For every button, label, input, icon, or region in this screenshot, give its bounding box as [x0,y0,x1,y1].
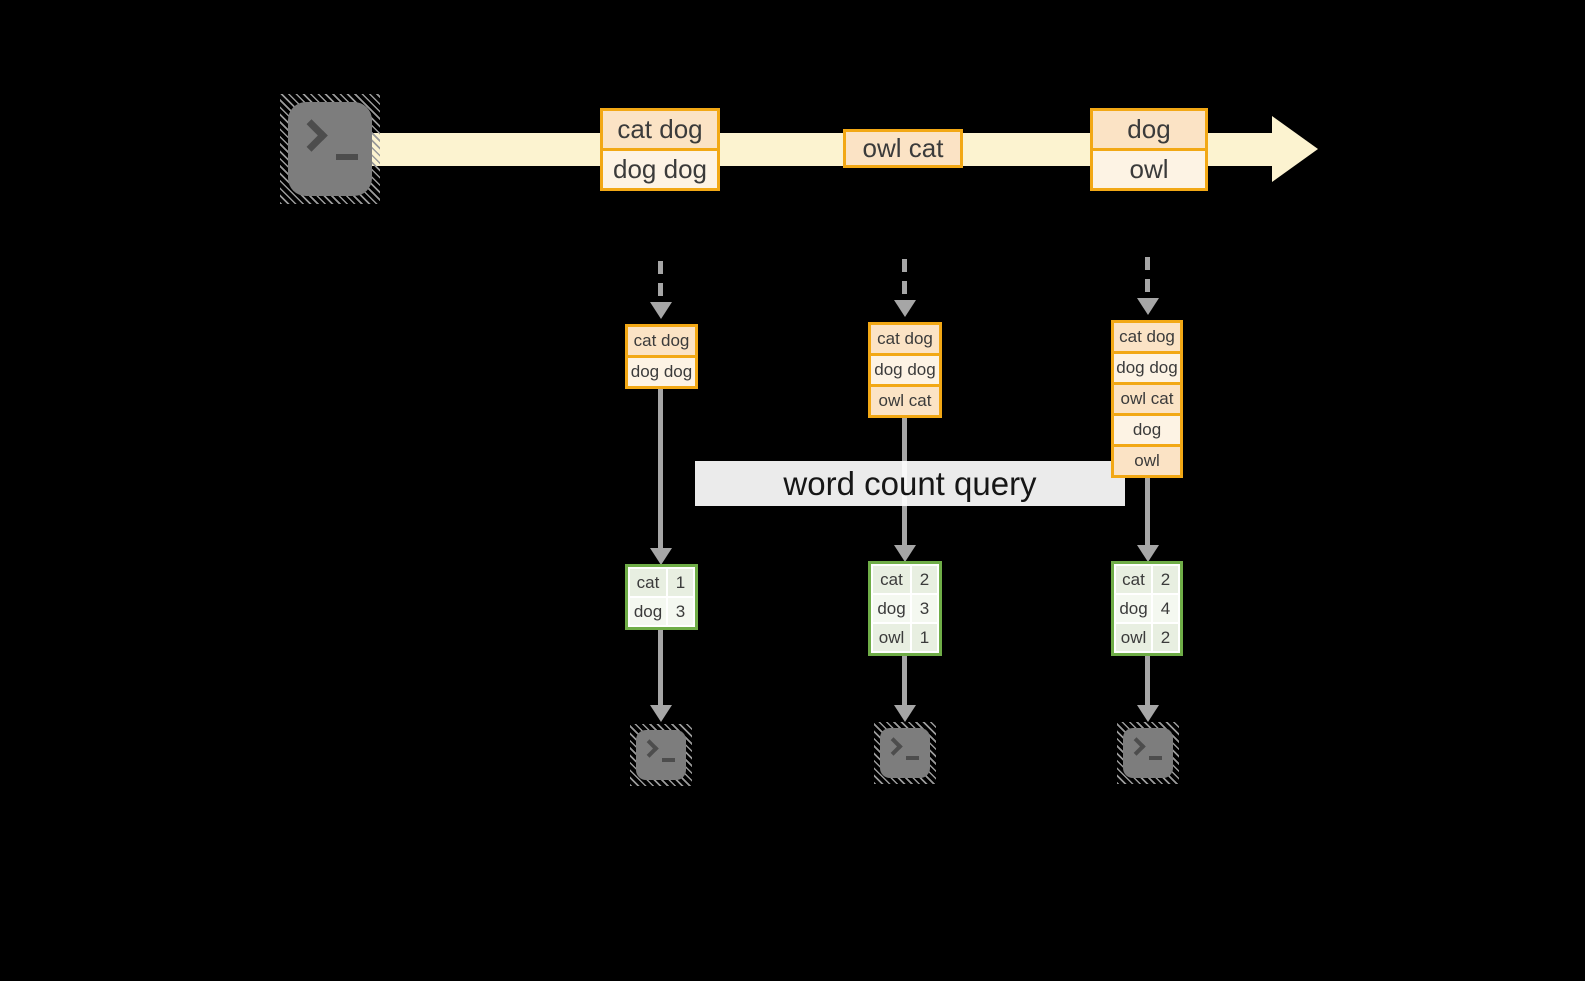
down-arrowhead-icon [1137,705,1159,722]
dashed-down-arrowhead-icon [894,300,916,317]
buffer-row: dog dog [1114,351,1180,382]
count-value-cell: 3 [668,598,693,625]
buffer-row: dog [1114,413,1180,444]
count-word-cell: dog [1116,595,1151,622]
terminal-screen [1123,728,1173,778]
count-word-cell: cat [1116,566,1151,593]
dashed-down-arrow [658,261,663,302]
terminal-screen [880,728,930,778]
down-arrow [902,656,907,705]
prompt-cursor-icon [662,758,675,762]
count-value-cell: 1 [668,569,693,596]
down-arrowhead-icon [650,548,672,565]
count-value-cell: 3 [912,595,937,622]
buffer-row: owl cat [871,384,939,415]
source-terminal-icon [280,94,380,204]
count-word-cell: owl [873,624,910,651]
buffer-row: cat dog [871,325,939,353]
count-value-cell: 4 [1153,595,1178,622]
count-value-cell: 2 [1153,566,1178,593]
buffer-row: cat dog [628,327,695,355]
prompt-chevron-icon [884,737,903,756]
query-label: word count query [783,464,1037,502]
buffer-stack-1: cat dog dog dog [625,324,698,389]
down-arrowhead-icon [1137,545,1159,562]
down-arrow [1145,478,1150,545]
sink-terminal-icon [874,722,936,784]
count-word-cell: cat [873,566,910,593]
stream-record-line: dog dog [603,148,717,188]
count-table-2: cat 2 dog 3 owl 1 [868,561,942,656]
down-arrow [658,630,663,705]
stream-record-2: owl cat [843,129,963,168]
count-word-cell: owl [1116,624,1151,651]
buffer-row: owl cat [1114,382,1180,413]
stream-arrowhead-icon [1272,116,1318,182]
dashed-down-arrow [902,259,907,300]
sink-terminal-icon [630,724,692,786]
dashed-down-arrowhead-icon [1137,298,1159,315]
query-label-box: word count query [695,461,1125,506]
terminal-screen [636,730,686,780]
dashed-down-arrow [1145,257,1150,298]
stream-record-1: cat dog dog dog [600,108,720,191]
down-arrowhead-icon [650,705,672,722]
stream-record-line: owl [1093,148,1205,188]
stream-record-line: dog [1093,111,1205,148]
stream-record-3: dog owl [1090,108,1208,191]
count-table-3: cat 2 dog 4 owl 2 [1111,561,1183,656]
down-arrow [1145,656,1150,705]
prompt-chevron-icon [640,739,659,758]
prompt-cursor-icon [1149,756,1162,760]
dashed-down-arrowhead-icon [650,302,672,319]
buffer-row: owl [1114,444,1180,475]
terminal-screen [288,102,372,196]
count-word-cell: cat [630,569,666,596]
buffer-row: dog dog [628,355,695,386]
buffer-stack-2: cat dog dog dog owl cat [868,322,942,418]
stream-record-line: owl cat [846,132,960,165]
count-value-cell: 2 [912,566,937,593]
count-table-1: cat 1 dog 3 [625,564,698,630]
prompt-cursor-icon [336,154,358,160]
count-word-cell: dog [873,595,910,622]
count-value-cell: 1 [912,624,937,651]
stream-record-line: cat dog [603,111,717,148]
buffer-row: cat dog [1114,323,1180,351]
down-arrowhead-icon [894,545,916,562]
down-arrow [658,388,663,548]
down-arrowhead-icon [894,705,916,722]
prompt-cursor-icon [906,756,919,760]
buffer-stack-3: cat dog dog dog owl cat dog owl [1111,320,1183,478]
buffer-row: dog dog [871,353,939,384]
count-value-cell: 2 [1153,624,1178,651]
prompt-chevron-icon [1127,737,1146,756]
prompt-chevron-icon [295,119,328,152]
count-word-cell: dog [630,598,666,625]
sink-terminal-icon [1117,722,1179,784]
